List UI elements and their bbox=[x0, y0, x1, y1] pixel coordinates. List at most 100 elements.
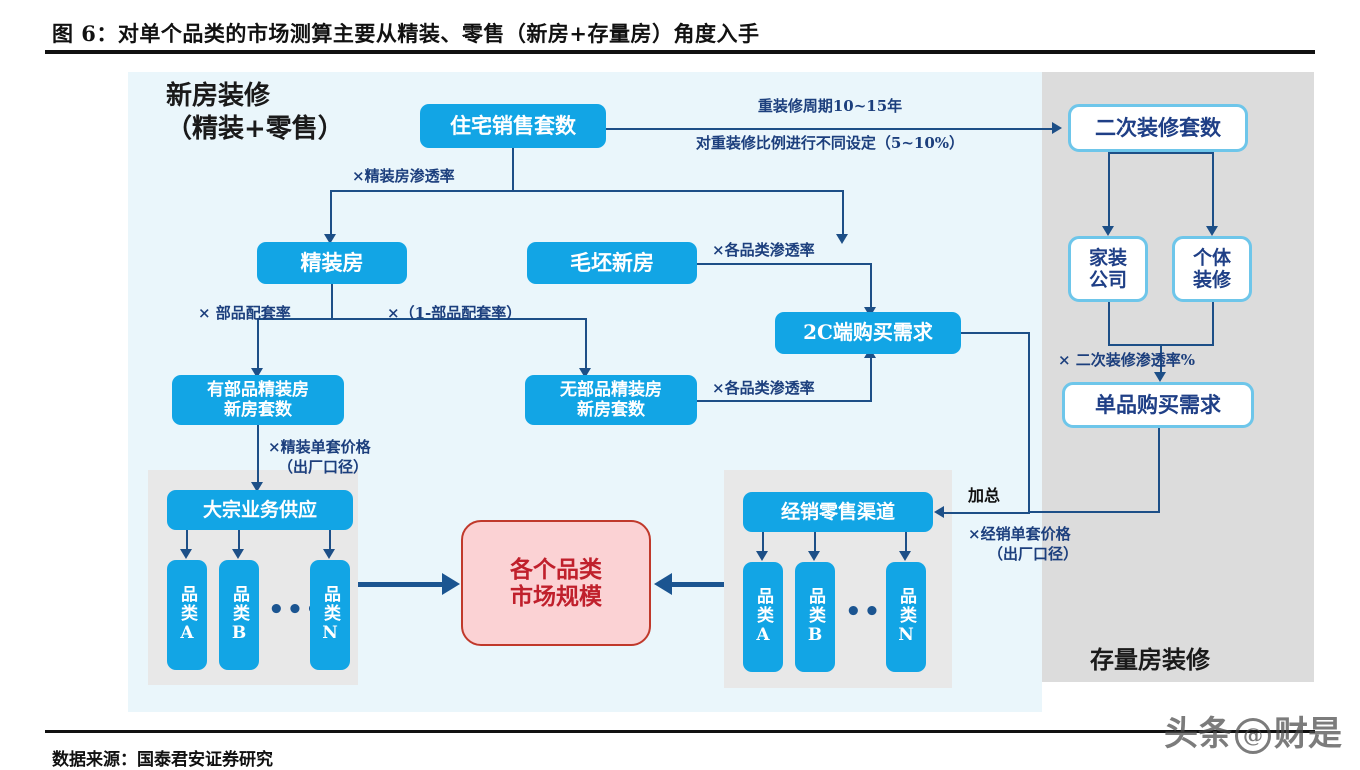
arrowhead-bulk-to-cat-a bbox=[180, 549, 192, 559]
edge-fine-house-fork bbox=[257, 318, 587, 320]
node-c-end-demand[interactable]: 2C端购买需求 bbox=[775, 312, 961, 354]
edge-without-parts-to-c-end bbox=[697, 400, 872, 402]
label-fine-unit-price-line2: （出厂口径） bbox=[278, 458, 369, 476]
node-fine-decorated-house[interactable]: 精装房 bbox=[257, 242, 407, 284]
edge-bulk-to-market bbox=[358, 582, 444, 587]
edge-to-without-parts bbox=[585, 318, 587, 372]
edge-bulk-to-cat-n bbox=[329, 530, 331, 553]
edge-home-company-down bbox=[1108, 302, 1110, 345]
label-redecoration-cycle: 重装修周期10~15年 bbox=[757, 97, 903, 115]
edge-single-demand-to-sum bbox=[1028, 511, 1160, 513]
edge-sales-to-second-decor bbox=[606, 128, 1054, 130]
label-redecoration-ratio: 对重装修比例进行不同设定（5~10%） bbox=[695, 134, 965, 152]
label-category-penetration-top: ×各品类渗透率 bbox=[712, 241, 815, 259]
edge-to-fine-house bbox=[330, 190, 332, 238]
arrowhead-retail-to-market bbox=[654, 573, 672, 595]
arrowhead-to-home-company bbox=[1102, 226, 1114, 236]
arrowhead-merge-to-single-demand bbox=[1154, 372, 1166, 382]
node-individual-decor-line2: 装修 bbox=[1192, 269, 1231, 291]
arrowhead-retail-to-cat-n bbox=[899, 551, 911, 561]
title-divider-top bbox=[45, 50, 1315, 54]
label-parts-rate: × 部品配套率 bbox=[198, 304, 291, 322]
node-residential-sales[interactable]: 住宅销售套数 bbox=[420, 104, 606, 148]
edge-with-parts-to-bulk bbox=[257, 425, 259, 486]
node-retail-channel[interactable]: 经销零售渠道 bbox=[743, 492, 933, 532]
edge-sum-to-retail bbox=[944, 512, 1030, 514]
node-market-size-line2: 市场规模 bbox=[510, 583, 602, 610]
node-individual-decor-line1: 个体 bbox=[1192, 246, 1231, 269]
edge-retail-to-cat-b bbox=[814, 532, 816, 555]
edge-to-rough-house bbox=[842, 190, 844, 238]
label-fine-unit-price-line1: ×精装单套价格 bbox=[268, 438, 371, 456]
node-retail-category-n[interactable]: 品类N bbox=[886, 562, 926, 672]
watermark: 头条@财是 bbox=[1164, 706, 1342, 755]
edge-second-decor-to-home-company bbox=[1108, 152, 1110, 230]
arrowhead-bulk-to-cat-n bbox=[323, 549, 335, 559]
node-bulk-category-n[interactable]: 品类N bbox=[310, 560, 350, 670]
watermark-right: 财是 bbox=[1274, 714, 1342, 754]
page-title: 图 6：对单个品类的市场测算主要从精装、零售（新房+存量房）角度入手 bbox=[52, 21, 760, 46]
label-category-penetration-bottom: ×各品类渗透率 bbox=[712, 379, 815, 397]
title-divider-bottom bbox=[45, 730, 1315, 733]
node-bulk-category-b[interactable]: 品类B bbox=[219, 560, 259, 670]
edge-c-end-down bbox=[1028, 332, 1030, 513]
node-home-decor-company[interactable]: 家装 公司 bbox=[1068, 236, 1148, 302]
caption-new-house-line2: （精装+零售） bbox=[166, 113, 344, 144]
node-with-parts-fine-house[interactable]: 有部品精装房 新房套数 bbox=[172, 375, 344, 425]
source-note: 数据来源：国泰君安证券研究 bbox=[52, 750, 273, 770]
arrowhead-to-with-parts bbox=[251, 368, 263, 378]
node-without-parts-line2: 新房套数 bbox=[577, 400, 645, 420]
node-home-decor-company-line2: 公司 bbox=[1088, 269, 1127, 291]
edge-bulk-to-cat-b bbox=[238, 530, 240, 553]
caption-stock-house-decoration: 存量房装修 bbox=[1090, 645, 1210, 674]
arrowhead-retail-to-cat-b bbox=[808, 551, 820, 561]
node-without-parts-line1: 无部品精装房 bbox=[560, 379, 662, 400]
node-market-size[interactable]: 各个品类 市场规模 bbox=[461, 520, 651, 646]
node-bulk-supply[interactable]: 大宗业务供应 bbox=[167, 490, 353, 530]
node-second-decoration-count[interactable]: 二次装修套数 bbox=[1068, 104, 1248, 152]
arrowhead-retail-to-cat-a bbox=[756, 551, 768, 561]
panel-stock-house-decoration bbox=[1042, 72, 1314, 682]
arrowhead-to-without-parts bbox=[579, 368, 591, 378]
node-single-product-demand[interactable]: 单品购买需求 bbox=[1062, 382, 1254, 428]
watermark-at-icon: @ bbox=[1235, 718, 1271, 754]
edge-single-demand-down bbox=[1158, 428, 1160, 513]
edge-retail-to-cat-a bbox=[762, 532, 764, 555]
label-retail-unit-price-line1: ×经销单套价格 bbox=[968, 525, 1071, 543]
node-rough-new-house[interactable]: 毛坯新房 bbox=[527, 242, 697, 284]
label-one-minus-parts-rate: ×（1-部品配套率） bbox=[387, 304, 522, 322]
node-retail-category-a[interactable]: 品类A bbox=[743, 562, 783, 672]
arrowhead-bulk-to-cat-b bbox=[232, 549, 244, 559]
edge-retail-to-cat-n bbox=[905, 532, 907, 555]
caption-new-house-line1: 新房装修 bbox=[166, 81, 271, 111]
label-fine-decor-penetration: ×精装房渗透率 bbox=[352, 167, 455, 185]
label-sum-total: 加总 bbox=[968, 486, 1001, 505]
edge-merge-to-single-demand bbox=[1160, 344, 1162, 376]
node-individual-decor[interactable]: 个体 装修 bbox=[1172, 236, 1252, 302]
arrowhead-sum-to-retail bbox=[934, 506, 944, 518]
node-market-size-line1: 各个品类 bbox=[510, 555, 602, 583]
node-retail-category-b[interactable]: 品类B bbox=[795, 562, 835, 672]
edge-without-parts-to-c-end-vertical bbox=[870, 356, 872, 400]
arrowhead-with-parts-to-bulk bbox=[251, 482, 263, 492]
edge-sales-stem bbox=[512, 148, 514, 192]
edge-fine-house-stem bbox=[331, 284, 333, 320]
node-with-parts-line1: 有部品精装房 bbox=[207, 379, 309, 400]
arrowhead-sales-to-second-decor bbox=[1052, 122, 1062, 134]
edge-c-end-right bbox=[961, 332, 1030, 334]
caption-new-house-decoration: 新房装修 （精装+零售） bbox=[166, 80, 344, 145]
edge-second-decor-fork bbox=[1108, 152, 1214, 154]
node-without-parts-fine-house[interactable]: 无部品精装房 新房套数 bbox=[525, 375, 697, 425]
edge-to-with-parts bbox=[257, 318, 259, 372]
label-second-decor-penetration: × 二次装修渗透率% bbox=[1058, 351, 1196, 369]
watermark-left: 头条 bbox=[1164, 714, 1232, 754]
edge-retail-to-market bbox=[672, 582, 724, 587]
node-bulk-category-a[interactable]: 品类A bbox=[167, 560, 207, 670]
arrowhead-to-fine-house bbox=[324, 234, 336, 244]
edge-sales-fork bbox=[330, 190, 844, 192]
edge-second-decor-to-individual bbox=[1212, 152, 1214, 230]
edge-individual-down bbox=[1212, 302, 1214, 345]
node-home-decor-company-line1: 家装 bbox=[1088, 246, 1127, 269]
edge-rough-to-c-end-vertical bbox=[870, 263, 872, 311]
